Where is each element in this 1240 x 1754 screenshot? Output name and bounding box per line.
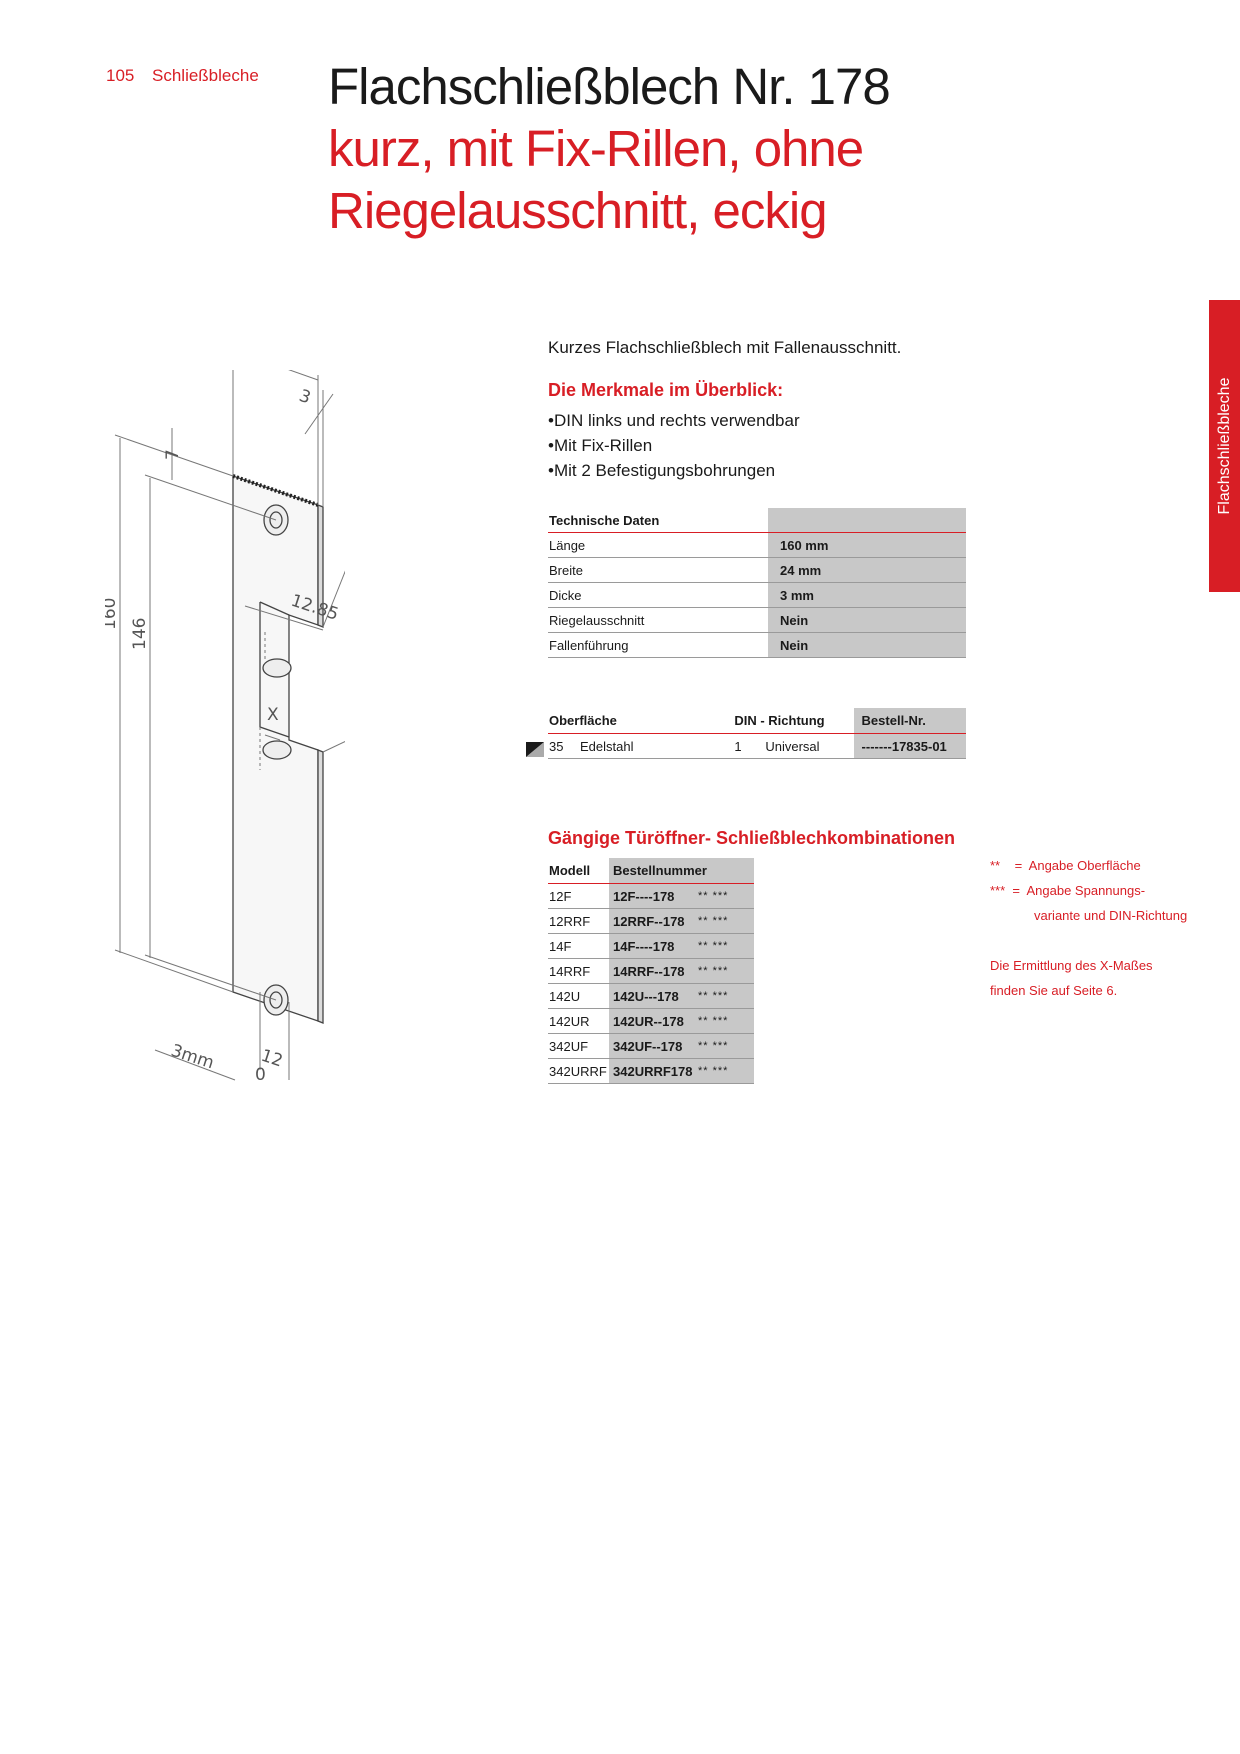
- dim-thickness: 3: [296, 386, 313, 408]
- page-subtitle-line1: kurz, mit Fix-Rillen, ohne: [328, 120, 864, 177]
- tech-value: 3 mm: [768, 582, 966, 608]
- features-heading: Die Merkmale im Überblick:: [548, 380, 784, 400]
- combo-model: 142UR: [548, 1008, 609, 1034]
- combo-order-no: 14F----178: [609, 933, 697, 959]
- table-row: Fallenführung Nein: [548, 632, 966, 658]
- side-tab-label: Flachschließbleche: [1215, 377, 1233, 515]
- surface-name: Edelstahl: [579, 733, 734, 759]
- tech-value: Nein: [768, 607, 966, 633]
- combo-model: 14RRF: [548, 958, 609, 984]
- combo-model: 342URRF: [548, 1058, 609, 1084]
- combo-model: 342UF: [548, 1033, 609, 1059]
- page-number: 105: [106, 66, 135, 85]
- combo-order-no: 342URRF178: [609, 1058, 697, 1084]
- tech-label: Länge: [548, 532, 768, 558]
- surface-swatch-icon: [526, 742, 544, 757]
- combo-order-no: 12RRF--178: [609, 908, 697, 934]
- combo-suffix: ** ***: [697, 983, 754, 1009]
- order-header-din: DIN - Richtung: [733, 708, 854, 734]
- dim-bottom-thickness: 3mm: [168, 1041, 216, 1074]
- table-row: 142U 142U---178 ** ***: [548, 983, 754, 1009]
- x-measure-note-cont: finden Sie auf Seite 6.: [990, 983, 1118, 998]
- table-row: Riegelausschnitt Nein: [548, 607, 966, 633]
- combo-order-no: 342UF--178: [609, 1033, 697, 1059]
- combo-model: 12F: [548, 883, 609, 909]
- combo-suffix: ** ***: [697, 1033, 754, 1059]
- din-name: Universal: [764, 733, 854, 759]
- dim-hole-distance: 146: [130, 618, 150, 650]
- tech-label: Breite: [548, 557, 768, 583]
- combo-suffix: ** ***: [697, 1008, 754, 1034]
- table-row: 342URRF 342URRF178 ** ***: [548, 1058, 754, 1084]
- surface-code: 35: [548, 733, 579, 759]
- plate-side-lower: [317, 749, 324, 1024]
- tech-label: Riegelausschnitt: [548, 607, 768, 633]
- dim-x: X: [267, 705, 279, 725]
- combinations-table: Modell Bestellnummer 12F 12F----178 ** *…: [548, 858, 754, 1084]
- combo-suffix: ** ***: [697, 933, 754, 959]
- combo-suffix: ** ***: [697, 1058, 754, 1084]
- tech-data-header-value: [768, 508, 966, 533]
- combo-order-no: 142U---178: [609, 983, 697, 1009]
- combo-header-model: Modell: [548, 858, 609, 884]
- tech-label: Dicke: [548, 582, 768, 608]
- dim-hole-offset: 7: [163, 449, 183, 460]
- table-row: Breite 24 mm: [548, 557, 966, 583]
- tech-data-heading: Technische Daten: [548, 508, 768, 533]
- technical-data-table: Technische Daten Länge 160 mm Breite 24 …: [548, 508, 966, 658]
- intro-text: Kurzes Flachschließblech mit Fallenaussc…: [548, 338, 902, 357]
- legend-variant: *** = Angabe Spannungs-: [990, 883, 1146, 898]
- feature-item: Mit Fix-Rillen: [548, 433, 800, 458]
- table-row: 12RRF 12RRF--178 ** ***: [548, 908, 754, 934]
- fix-slot-lower: [262, 740, 292, 760]
- table-row: 142UR 142UR--178 ** ***: [548, 1008, 754, 1034]
- legend-surface: ** = Angabe Oberfläche: [990, 858, 1141, 873]
- features-list: DIN links und rechts verwendbar Mit Fix-…: [548, 408, 800, 483]
- table-row: 35 Edelstahl 1 Universal -------17835-01: [548, 733, 966, 759]
- order-number: -------17835-01: [853, 733, 966, 759]
- combo-suffix: ** ***: [697, 908, 754, 934]
- combo-order-no: 142UR--178: [609, 1008, 697, 1034]
- combo-model: 12RRF: [548, 908, 609, 934]
- combo-suffix: ** ***: [697, 883, 754, 909]
- combo-order-no: 12F----178: [609, 883, 697, 909]
- technical-drawing: 24 3 7 160 146 12.85 80 X 12 3mm 0: [105, 370, 345, 1085]
- order-header-surface: Oberfläche: [548, 708, 734, 734]
- table-row: Länge 160 mm: [548, 532, 966, 558]
- fix-grooves-top: [232, 474, 319, 507]
- table-row: 12F 12F----178 ** ***: [548, 883, 754, 909]
- section-name: Schließbleche: [152, 66, 259, 85]
- table-row: Dicke 3 mm: [548, 582, 966, 608]
- combo-suffix: ** ***: [697, 958, 754, 984]
- tech-value: Nein: [768, 632, 966, 658]
- x-measure-note: Die Ermittlung des X-Maßes: [990, 958, 1153, 973]
- tech-value: 160 mm: [768, 532, 966, 558]
- side-tab[interactable]: Flachschließbleche: [1209, 300, 1240, 592]
- table-row: 342UF 342UF--178 ** ***: [548, 1033, 754, 1059]
- dim-width: 24: [263, 370, 290, 372]
- tech-value: 24 mm: [768, 557, 966, 583]
- combo-header-order: Bestellnummer: [609, 858, 754, 884]
- page-subtitle-line2: Riegelausschnitt, eckig: [328, 182, 828, 239]
- combo-model: 14F: [548, 933, 609, 959]
- feature-item: Mit 2 Befestigungsbohrungen: [548, 458, 800, 483]
- order-table: Oberfläche DIN - Richtung Bestell-Nr. 35…: [548, 708, 966, 759]
- combo-order-no: 14RRF--178: [609, 958, 697, 984]
- feature-item: DIN links und rechts verwendbar: [548, 408, 800, 433]
- din-code: 1: [733, 733, 765, 759]
- table-row: 14RRF 14RRF--178 ** ***: [548, 958, 754, 984]
- order-header-number: Bestell-Nr.: [853, 708, 966, 734]
- table-row: 14F 14F----178 ** ***: [548, 933, 754, 959]
- combo-model: 142U: [548, 983, 609, 1009]
- fix-slot-middle: [262, 658, 292, 678]
- tech-label: Fallenführung: [548, 632, 768, 658]
- dim-zero: 0: [255, 1065, 266, 1085]
- legend-variant-cont: variante und DIN-Richtung: [1034, 908, 1188, 923]
- dim-length: 160: [105, 598, 120, 630]
- combinations-heading: Gängige Türöffner- Schließblechkombinati…: [548, 828, 956, 848]
- page-title: Flachschließblech Nr. 178: [328, 58, 891, 115]
